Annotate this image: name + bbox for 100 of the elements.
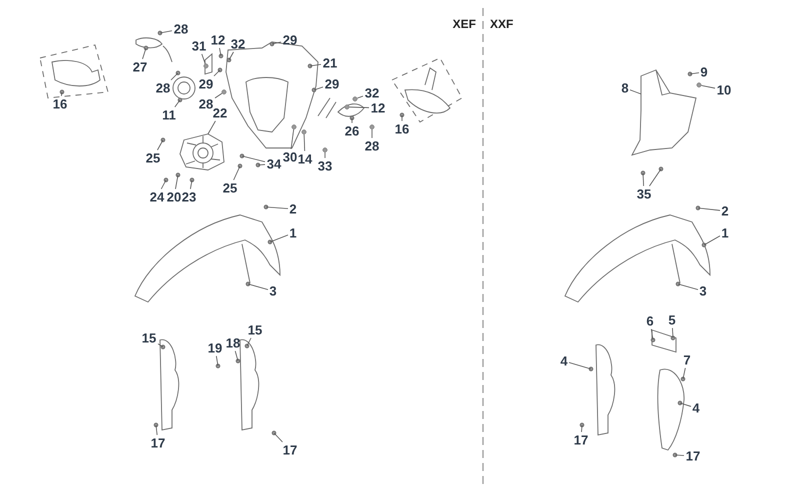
screw [292, 124, 296, 130]
leader-line [642, 172, 644, 186]
callout-number: 34 [266, 158, 282, 170]
callout-number: 32 [230, 38, 246, 50]
leader-line [581, 424, 582, 432]
leader-line [258, 164, 266, 166]
leader-line [690, 72, 700, 74]
leader-line [160, 180, 166, 190]
callout-number: 32 [364, 86, 380, 100]
leader-line [216, 356, 218, 366]
leader-line [349, 106, 370, 108]
callout-number: 15 [248, 324, 262, 336]
callout-number: 14 [298, 152, 312, 166]
callout-number: 17 [686, 450, 700, 462]
callout-number: 12 [370, 102, 386, 114]
callout-number: 10 [716, 84, 732, 96]
callout-number: 30 [282, 150, 298, 164]
callout-number: 29 [198, 78, 214, 90]
leader-line [175, 174, 178, 190]
screw [352, 96, 358, 102]
screw [370, 124, 374, 130]
leader-line [266, 206, 288, 210]
leader-line [170, 72, 178, 80]
callout-number: 6 [646, 314, 654, 328]
screw [222, 90, 226, 94]
callout-number: 28 [198, 98, 214, 110]
leader-line [704, 235, 720, 246]
leader-line [678, 284, 698, 290]
callout-number: 16 [394, 122, 410, 136]
callout-number: 17 [150, 436, 166, 450]
callout-number: 5 [668, 314, 676, 326]
leader-line [214, 70, 220, 76]
leader-line [310, 64, 322, 66]
variant-label: XEF [452, 16, 476, 33]
leader-line [228, 52, 234, 60]
callout-number: 21 [322, 56, 338, 70]
leader-line [356, 96, 364, 99]
leader-line [160, 30, 172, 34]
callout-number: 16 [52, 98, 68, 110]
callout-number: 29 [282, 34, 298, 46]
callout-number: 19 [208, 342, 222, 354]
leader-line [248, 284, 268, 290]
callout-number: 17 [282, 444, 298, 456]
leader-line [234, 350, 238, 362]
callout-number: 24 [150, 190, 164, 204]
callout-number: 27 [132, 60, 148, 74]
callout-number: 7 [683, 354, 691, 366]
screw [322, 148, 328, 152]
leader-line [174, 100, 180, 108]
callout-number: 3 [269, 284, 277, 298]
callout-number: 25 [222, 182, 238, 194]
callout-number: 28 [156, 82, 170, 94]
callout-number: 25 [146, 152, 160, 164]
screw [302, 130, 306, 134]
leader-line [324, 152, 326, 158]
leader-line [682, 368, 686, 380]
callout-number: 1 [721, 226, 729, 240]
leader-line [60, 92, 62, 96]
leader-line [157, 140, 164, 150]
callout-number: 4 [692, 402, 700, 414]
leader-line [649, 168, 662, 186]
leader-line [568, 362, 592, 370]
leader-line [190, 180, 192, 190]
callout-number: 31 [192, 40, 206, 52]
screw [204, 64, 208, 68]
callout-number: 17 [574, 434, 588, 446]
leader-line [272, 42, 282, 44]
leader-line [680, 402, 692, 407]
callout-number: 15 [142, 332, 156, 344]
leader-line [314, 86, 324, 90]
leader-line [214, 92, 222, 98]
screw [696, 82, 702, 88]
leader-line [270, 234, 288, 242]
callout-number: 3 [699, 284, 707, 298]
callout-number: 29 [324, 78, 340, 90]
leader-line [219, 48, 222, 56]
callout-number: 22 [212, 106, 228, 120]
leader-line [630, 89, 642, 94]
callout-number: 26 [344, 124, 360, 138]
callout-number: 23 [182, 190, 196, 204]
callout-number: 2 [721, 204, 729, 218]
leader-line [208, 120, 216, 134]
leader-line [701, 85, 716, 89]
leader-line [156, 424, 158, 436]
callout-number: 35 [636, 188, 652, 200]
leader-line [246, 338, 252, 346]
callout-number: 11 [162, 108, 176, 122]
leader-line [201, 54, 206, 64]
headlight-drawing [180, 134, 224, 170]
callout-number: 18 [226, 336, 240, 350]
leader-line [274, 432, 283, 442]
leader-line [158, 343, 164, 348]
leader-line [672, 328, 674, 338]
leader-line [698, 208, 720, 211]
callout-number: 33 [318, 160, 332, 172]
callout-number: 9 [700, 66, 708, 78]
callout-number: 28 [174, 22, 188, 36]
leader-line [290, 129, 294, 150]
variant-label: XXF [490, 16, 514, 33]
callout-number: 28 [364, 140, 380, 152]
